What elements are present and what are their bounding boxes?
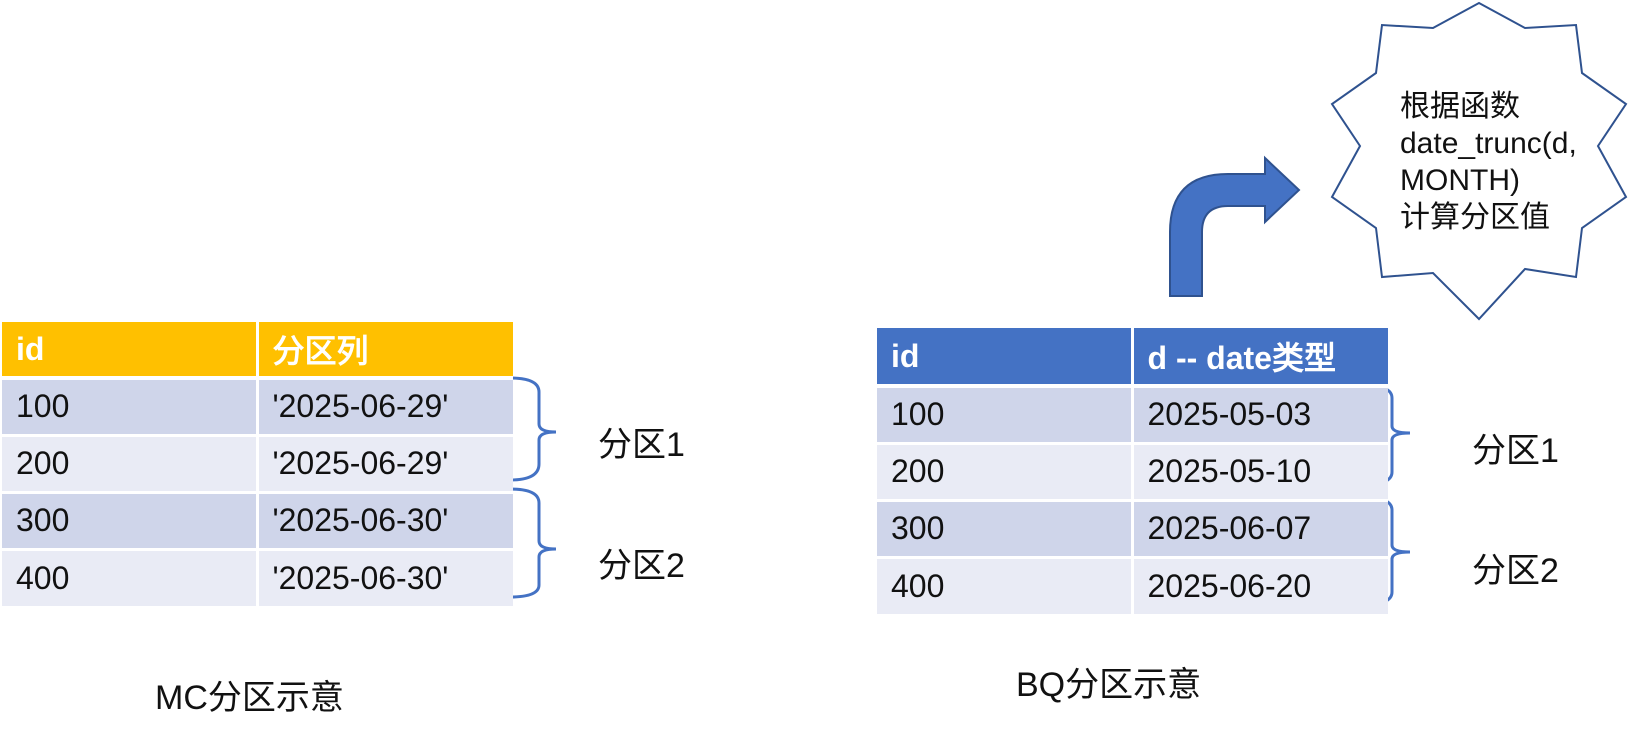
mc-cell-id: 300	[2, 492, 259, 551]
mc-partition-2-label: 分区2	[598, 547, 685, 585]
mc-partition-table: id 分区列 100 '2025-06-29' 200 '2025-06-29'…	[2, 322, 513, 606]
mc-cell-partition: '2025-06-29'	[257, 378, 513, 437]
note-line: 根据函数	[1400, 90, 1520, 123]
table-row: 300 2025-06-07	[877, 500, 1388, 559]
mc-cell-id: 400	[2, 549, 259, 606]
bq-cell-id: 400	[877, 557, 1134, 614]
bq-cell-date: 2025-05-03	[1132, 386, 1388, 445]
table-row: 100 '2025-06-29'	[2, 378, 513, 437]
table-row: 200 '2025-06-29'	[2, 435, 513, 494]
note-line: 计算分区值	[1400, 201, 1550, 234]
bq-cell-id: 100	[877, 386, 1134, 445]
mc-cell-partition: '2025-06-30'	[257, 492, 513, 551]
mc-partition-1-bracket	[509, 376, 557, 482]
note-line: MONTH)	[1400, 164, 1520, 197]
note-line: date_trunc(d,	[1400, 127, 1577, 160]
table-row: 400 2025-06-20	[877, 557, 1388, 614]
table-row: 400 '2025-06-30'	[2, 549, 513, 606]
mc-partition-1-label: 分区1	[598, 426, 685, 464]
mc-cell-id: 200	[2, 435, 259, 494]
mc-partition-2-bracket	[509, 487, 557, 599]
bq-partition-table: id d -- date类型 100 2025-05-03 200 2025-0…	[877, 328, 1388, 614]
mc-cell-partition: '2025-06-30'	[257, 549, 513, 606]
bq-cell-id: 200	[877, 443, 1134, 502]
mc-caption: MC分区示意	[155, 679, 344, 717]
table-row: 300 '2025-06-30'	[2, 492, 513, 551]
bq-partition-2-label: 分区2	[1472, 552, 1559, 590]
bq-cell-id: 300	[877, 500, 1134, 559]
table-row: 200 2025-05-10	[877, 443, 1388, 502]
bq-cell-date: 2025-06-20	[1132, 557, 1388, 614]
bent-up-right-arrow-icon	[1169, 155, 1301, 297]
starburst-callout-icon	[1330, 1, 1628, 321]
mc-cell-id: 100	[2, 378, 259, 437]
bq-partition-1-label: 分区1	[1472, 432, 1559, 470]
mc-header-id: id	[2, 322, 259, 380]
bq-header-id: id	[877, 328, 1134, 388]
bq-partition-1-bracket	[1361, 383, 1411, 487]
date-trunc-note: 根据函数 date_trunc(d, MONTH) 计算分区值	[1400, 88, 1577, 236]
mc-cell-partition: '2025-06-29'	[257, 435, 513, 494]
bq-cell-date: 2025-06-07	[1132, 500, 1388, 559]
bq-header-date-column: d -- date类型	[1132, 328, 1388, 388]
table-row: 100 2025-05-03	[877, 386, 1388, 445]
bq-partition-2-bracket	[1361, 495, 1411, 607]
bq-cell-date: 2025-05-10	[1132, 443, 1388, 502]
mc-header-partition-column: 分区列	[257, 322, 513, 380]
bq-caption: BQ分区示意	[1016, 666, 1202, 704]
